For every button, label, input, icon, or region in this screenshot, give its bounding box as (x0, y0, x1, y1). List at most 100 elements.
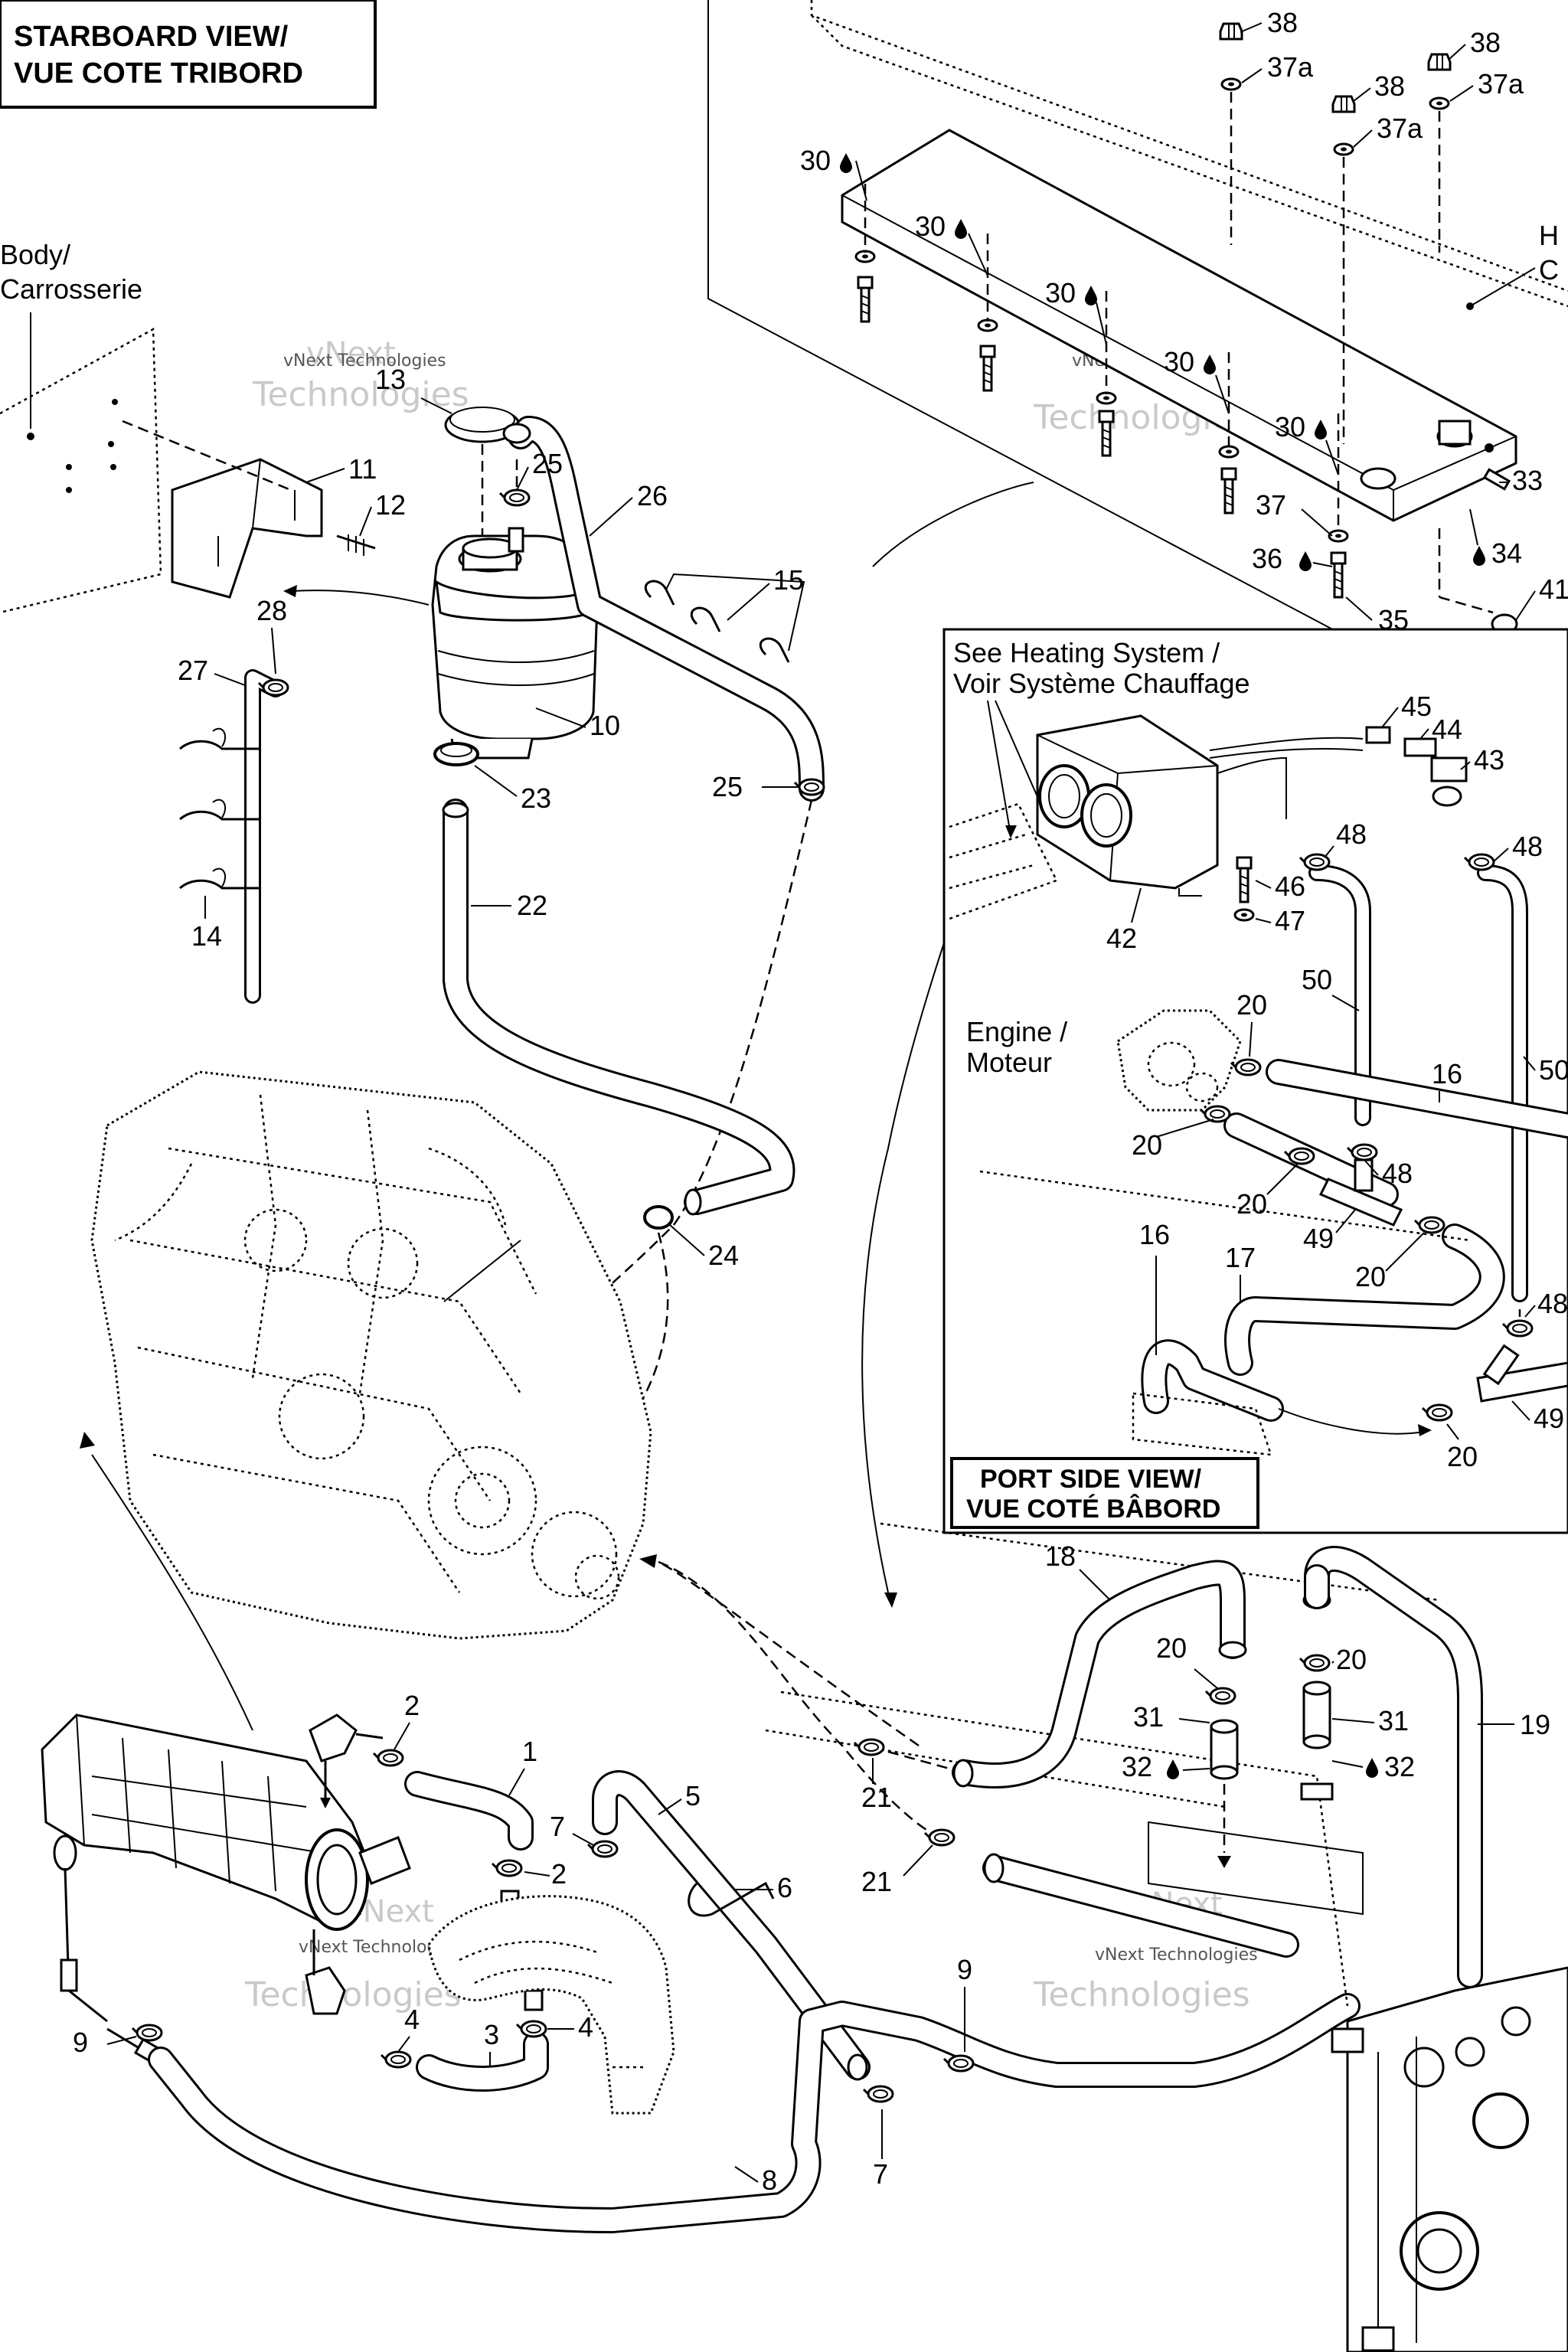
svg-text:48: 48 (1336, 818, 1367, 850)
svg-text:41: 41 (1539, 573, 1568, 605)
hose-18 (853, 1560, 1247, 1788)
svg-text:20: 20 (1336, 1644, 1367, 1675)
connector-31-right (1300, 1681, 1334, 1801)
hose-21-lower (658, 1560, 1299, 1958)
svg-text:33: 33 (1512, 465, 1543, 496)
svg-text:31: 31 (1133, 1701, 1164, 1733)
svg-text:3: 3 (484, 2019, 499, 2050)
svg-text:5: 5 (685, 1780, 701, 1811)
callouts-top-right: 38 37a 38 37a 38 37a 30 30 30 30 30 33 3… (800, 7, 1568, 635)
starboard-view-title: STARBOARD VIEW/ VUE COTE TRIBORD (0, 0, 377, 109)
svg-text:Body/: Body/ (0, 239, 70, 270)
svg-text:38: 38 (1470, 27, 1501, 58)
svg-text:STARBOARD VIEW/: STARBOARD VIEW/ (14, 21, 289, 53)
svg-text:25: 25 (532, 448, 563, 479)
callouts-hoses-18-19: 18 20 31 32 20 31 32 19 21 21 (861, 1540, 1550, 1897)
svg-text:18: 18 (1045, 1540, 1076, 1572)
svg-text:C: C (1539, 254, 1559, 286)
svg-text:48: 48 (1512, 831, 1543, 862)
svg-text:50: 50 (1302, 964, 1332, 995)
platform-floor (765, 1522, 1440, 2007)
reservoir-bracket (122, 420, 430, 606)
svg-text:Voir Système Chauffage: Voir Système Chauffage (953, 668, 1250, 699)
svg-text:16: 16 (1432, 1058, 1462, 1089)
svg-text:13: 13 (375, 364, 406, 395)
svg-text:30: 30 (1045, 277, 1076, 309)
svg-text:15: 15 (773, 564, 804, 596)
callouts-heating-inset: 45 44 43 42 46 47 48 48 50 50 20 16 20 4… (1106, 691, 1568, 1472)
callouts-hose-22: 23 22 24 (471, 765, 739, 1271)
svg-text:19: 19 (1520, 1709, 1550, 1740)
svg-text:22: 22 (517, 890, 547, 921)
svg-text:VUE COTE TRIBORD: VUE COTE TRIBORD (14, 57, 303, 90)
svg-text:32: 32 (1384, 1751, 1415, 1782)
hull-section: H C (707, 0, 1568, 675)
svg-text:Moteur: Moteur (966, 1047, 1052, 1078)
hose-27 (179, 669, 289, 1004)
svg-text:1: 1 (522, 1736, 537, 1767)
svg-text:46: 46 (1275, 871, 1305, 902)
svg-text:H: H (1539, 220, 1559, 251)
svg-text:20: 20 (1236, 989, 1267, 1021)
svg-text:36: 36 (1252, 543, 1282, 574)
svg-text:20: 20 (1156, 1632, 1187, 1664)
svg-text:12: 12 (375, 489, 406, 521)
svg-text:4: 4 (404, 2004, 420, 2035)
svg-text:44: 44 (1432, 714, 1462, 745)
callouts-reservoir: 13 11 12 10 (305, 364, 620, 741)
svg-text:2: 2 (551, 1858, 567, 1890)
svg-text:vNext Technologies: vNext Technologies (283, 351, 446, 371)
jet-pump-intake (427, 1895, 675, 2115)
svg-text:10: 10 (590, 710, 620, 741)
svg-text:11: 11 (348, 453, 377, 485)
svg-text:30: 30 (915, 211, 946, 242)
svg-text:38: 38 (1374, 70, 1405, 102)
svg-text:4: 4 (578, 2011, 593, 2043)
svg-text:32: 32 (1122, 1751, 1152, 1782)
body-panel: Body/ Carrosserie (0, 239, 162, 614)
svg-text:21: 21 (861, 1782, 892, 1813)
svg-text:14: 14 (191, 920, 222, 952)
svg-text:37: 37 (1256, 489, 1286, 521)
svg-text:8: 8 (762, 2164, 777, 2196)
hose-1 (372, 1749, 534, 1912)
hose-5 (586, 1770, 894, 2103)
clips-15 (644, 573, 805, 663)
svg-text:37a: 37a (1267, 51, 1314, 83)
exhaust-manifold (41, 1713, 411, 2066)
svg-text:25: 25 (712, 771, 743, 802)
callouts-hose-27: 28 27 14 (178, 595, 287, 952)
svg-text:16: 16 (1139, 1219, 1170, 1250)
svg-text:43: 43 (1474, 744, 1504, 776)
svg-text:17: 17 (1225, 1242, 1256, 1273)
jet-pump-housing (1331, 1966, 1568, 2352)
svg-text:20: 20 (1236, 1188, 1267, 1220)
svg-text:9: 9 (957, 1954, 972, 1985)
callouts-hose-8: 9 9 8 (73, 1954, 972, 2196)
svg-text:37a: 37a (1478, 68, 1524, 100)
svg-text:48: 48 (1537, 1288, 1568, 1319)
svg-text:50: 50 (1539, 1054, 1568, 1086)
heating-inset: See Heating System / Voir Système Chauff… (942, 628, 1568, 1534)
svg-text:Technologies: Technologies (252, 375, 469, 414)
svg-text:Carrosserie: Carrosserie (0, 273, 142, 305)
svg-text:6: 6 (777, 1872, 792, 1903)
svg-text:Engine /: Engine / (966, 1016, 1067, 1047)
callouts-hose-5: 7 5 6 7 (550, 1780, 888, 2190)
svg-text:49: 49 (1534, 1403, 1564, 1434)
coolant-reservoir (431, 407, 599, 760)
svg-text:vNext: vNext (306, 336, 396, 371)
svg-text:48: 48 (1382, 1158, 1413, 1189)
svg-text:34: 34 (1491, 537, 1522, 569)
svg-text:49: 49 (1303, 1223, 1334, 1254)
callouts-hose-26: 25 26 15 25 (516, 448, 804, 802)
svg-text:20: 20 (1132, 1129, 1162, 1161)
svg-text:47: 47 (1275, 905, 1305, 936)
svg-text:7: 7 (873, 2158, 888, 2190)
svg-text:30: 30 (1164, 346, 1194, 377)
svg-text:23: 23 (521, 782, 551, 814)
svg-text:28: 28 (256, 595, 287, 626)
hose-8 (131, 1993, 1361, 2233)
callouts-hoses-1-4: 2 1 2 4 3 4 (394, 1690, 593, 2067)
